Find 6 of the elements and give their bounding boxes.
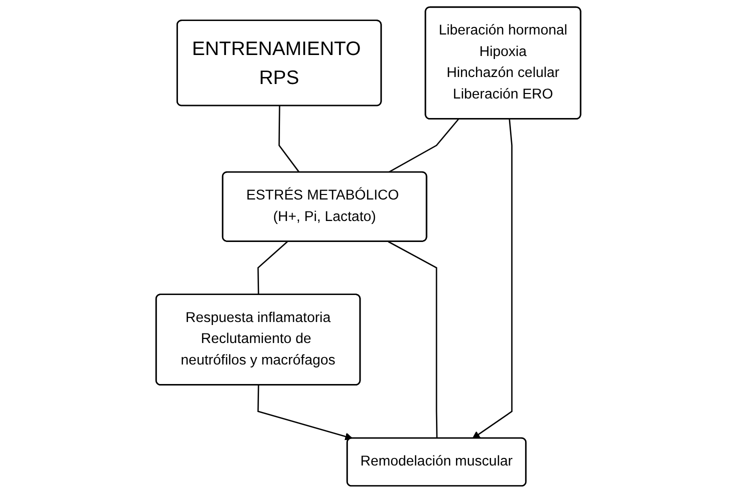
connector <box>388 118 459 174</box>
connector <box>257 241 288 295</box>
arrow <box>472 119 512 439</box>
arrow <box>257 385 352 440</box>
connector <box>278 106 300 173</box>
connector <box>388 241 438 438</box>
